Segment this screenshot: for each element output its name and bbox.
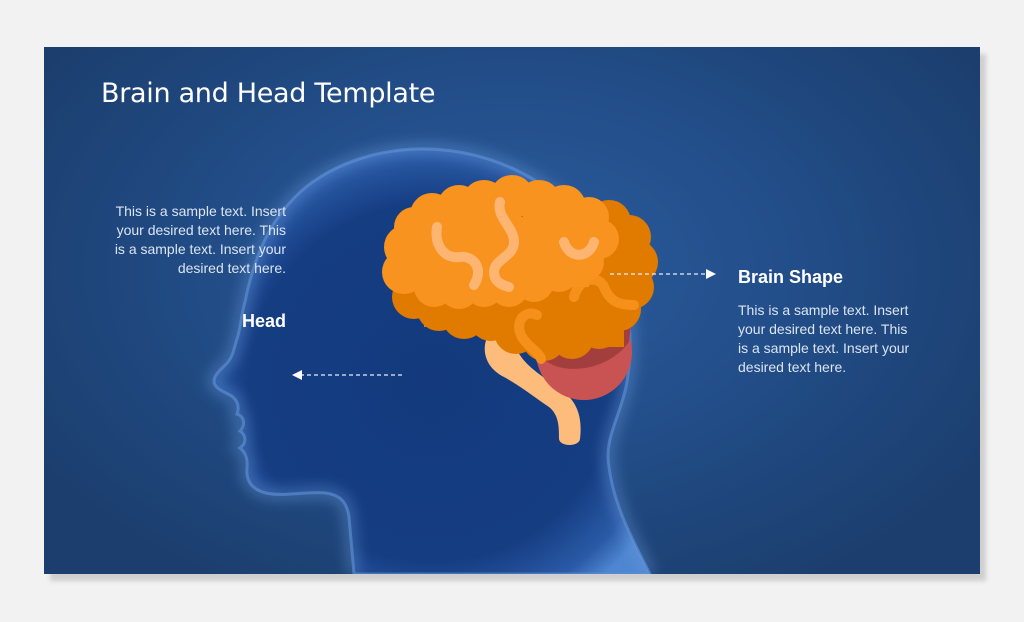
head-callout-heading: Head <box>241 311 286 331</box>
head-callout-arrow <box>292 370 402 380</box>
brain-upper-lobe <box>382 175 619 309</box>
brainstem <box>484 332 581 445</box>
slide-title: Brain and Head Template <box>101 78 436 109</box>
slide: Brain and Head Template This is a sample… <box>44 47 980 574</box>
head-callout-body: This is a sample text. Insert your desir… <box>114 203 286 276</box>
brain-callout-body: This is a sample text. Insert your desir… <box>738 302 910 375</box>
brain-head-illustration <box>206 141 716 574</box>
brain-folds <box>431 197 639 364</box>
brain-callout-arrow <box>610 269 716 279</box>
brain-callout-heading: Brain Shape <box>738 267 844 287</box>
